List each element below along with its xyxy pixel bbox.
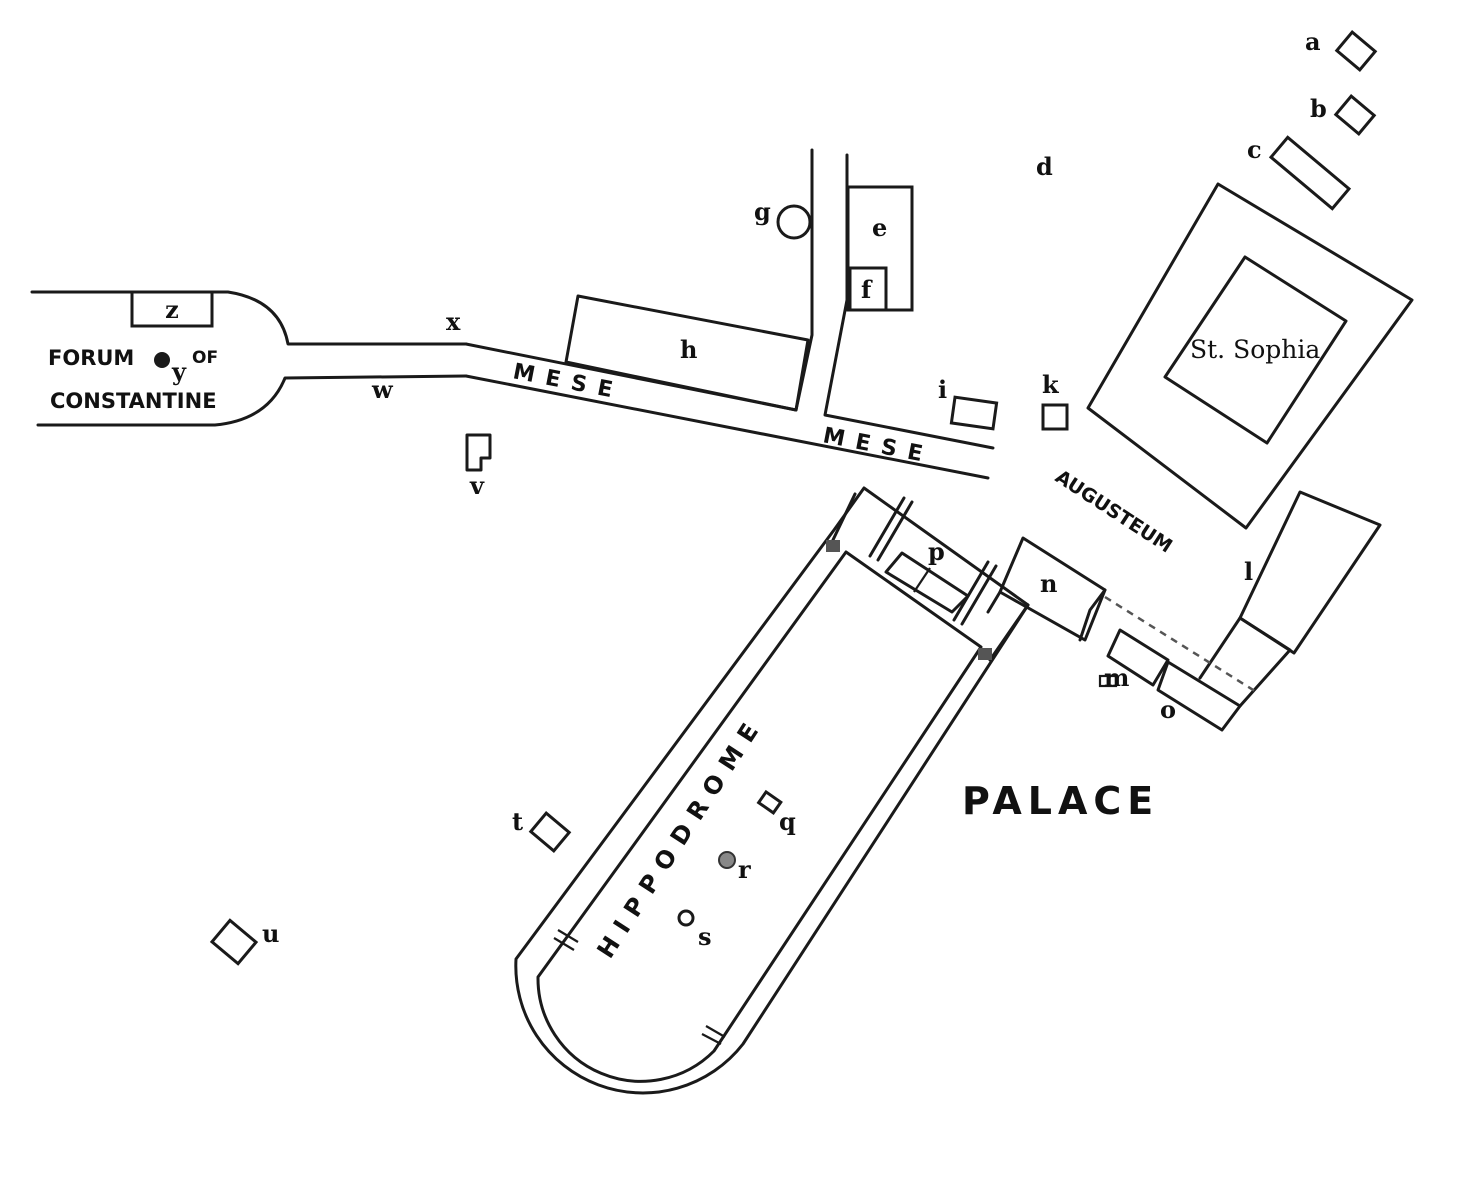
label-e: e: [872, 213, 887, 242]
label-o: o: [1160, 695, 1176, 724]
forum-of-constantine: z y FORUM OF CONSTANTINE: [30, 290, 468, 427]
building-i: [949, 395, 999, 431]
building-h: [564, 294, 810, 412]
monument-s: [677, 909, 695, 927]
building-f: [848, 266, 888, 312]
st-sophia-label: St. Sophia: [1190, 335, 1320, 364]
building-m: [1106, 628, 1170, 687]
marker-m: [1098, 674, 1118, 688]
st-sophia: St. Sophia: [1086, 182, 1414, 530]
column-y: [154, 352, 170, 368]
hippodrome: p HIPPODROME q r s: [514, 486, 1030, 1095]
label-f: f: [861, 275, 873, 304]
monument-r: [718, 851, 736, 869]
label-h: h: [680, 335, 697, 364]
label-l: l: [1244, 557, 1253, 586]
building-c: [1268, 135, 1352, 211]
label-g: g: [754, 197, 771, 226]
label-y: y: [171, 357, 187, 386]
building-g: [776, 204, 812, 240]
label-b: b: [1310, 94, 1327, 123]
constantine-label: CONSTANTINE: [50, 389, 217, 413]
label-r: r: [738, 855, 751, 884]
building-t: [528, 811, 572, 853]
label-i: i: [938, 375, 947, 404]
label-a: a: [1305, 27, 1321, 56]
label-p: p: [928, 537, 945, 566]
mese-label-1: MESE: [511, 359, 626, 405]
label-d: d: [1036, 152, 1053, 181]
building-n: [998, 536, 1107, 642]
palace-label: PALACE: [962, 779, 1159, 823]
palace-entrance-complex: n m o: [986, 536, 1292, 732]
label-s: s: [698, 922, 712, 951]
monument-q: [756, 789, 783, 815]
gate-right: [978, 648, 992, 660]
st-sophia-inner: [1163, 255, 1348, 445]
building-u: [209, 918, 259, 966]
label-x: x: [446, 307, 461, 336]
building-z: [130, 290, 214, 328]
label-u: u: [262, 919, 279, 948]
building-a: [1334, 30, 1378, 72]
hippodrome-outer-wall: [514, 486, 1030, 1095]
building-o: [1156, 660, 1242, 732]
forum-label: FORUM: [48, 346, 134, 370]
hippodrome-stall-wall-1: [868, 496, 906, 558]
label-c: c: [1247, 135, 1262, 164]
label-z: z: [165, 295, 179, 324]
label-v: v: [469, 471, 485, 500]
label-q: q: [779, 807, 796, 836]
st-sophia-outer: [1086, 182, 1414, 530]
hippodrome-arena: [536, 550, 983, 1083]
building-k: [1041, 403, 1069, 431]
building-b: [1333, 94, 1377, 136]
building-p: [884, 551, 970, 614]
label-m: m: [1104, 663, 1129, 692]
of-label: OF: [192, 348, 218, 368]
building-l: [1238, 490, 1382, 655]
mese-label-2: MESE: [821, 423, 936, 469]
label-t: t: [512, 807, 523, 836]
augusteum-label: AUGUSTEUM: [1051, 466, 1176, 558]
hippodrome-label: HIPPODROME: [592, 710, 770, 963]
label-w: w: [371, 375, 394, 404]
label-n: n: [1040, 569, 1057, 598]
building-v: [465, 433, 492, 472]
label-k: k: [1042, 370, 1060, 399]
gate-left: [826, 540, 840, 552]
